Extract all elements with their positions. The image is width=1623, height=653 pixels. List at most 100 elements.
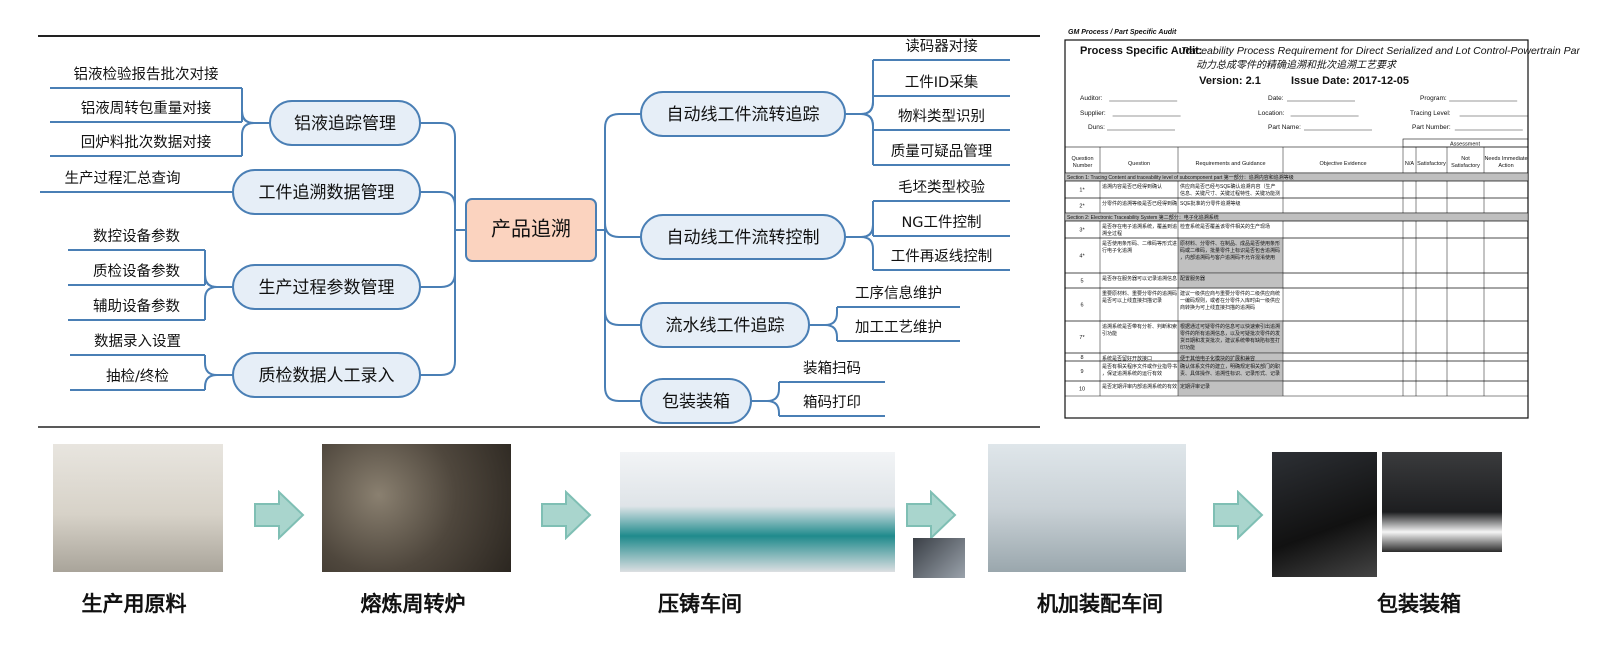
branch-node-label: 质检数据人工录入 (259, 366, 395, 386)
audit-issue-date: Issue Date: 2017-12-05 (1291, 75, 1409, 87)
requirement-text: 配置服务器 (1180, 275, 1205, 282)
leaf-connector (204, 374, 233, 390)
branch-connector (596, 229, 641, 326)
flow-arrow-icon (906, 490, 957, 540)
shaded-cell (1178, 353, 1283, 361)
requirement-text: 供应商是否已经与SQE确认追溯内容（生产信息、关键尺寸、关键过程特性、关键功能测 (1180, 183, 1280, 197)
audit-field-label: Supplier: (1080, 110, 1106, 117)
question-number: 10 (1079, 387, 1085, 393)
leaf-label: 质检设备参数 (93, 263, 180, 280)
requirement-text: 确认体系文件的建立，明确规定相关部门的职责、具体操作、追溯性标识、记录形式、记录 (1180, 363, 1280, 377)
lab-microscope-photo (53, 444, 223, 572)
leaf-label: 工件再返线控制 (891, 248, 993, 265)
leaf-connector (241, 88, 270, 124)
column-header: Objective Evidence (1319, 161, 1366, 167)
leaf-label: 箱码打印 (803, 394, 861, 411)
column-header: Question (1071, 156, 1093, 162)
branch-connector (596, 229, 641, 402)
audit-field-label: Duns: (1088, 124, 1105, 131)
leaf-label: 回炉料批次数据对接 (81, 134, 212, 151)
column-header: Question (1128, 161, 1150, 167)
branch-node (269, 100, 421, 146)
process-step-label: 生产用原料 (81, 592, 187, 616)
audit-field-label: Auditor: (1080, 95, 1103, 102)
audit-title-bold: Process Specific Audit: (1080, 45, 1202, 57)
leaf-connector (204, 250, 233, 288)
branch-node (232, 352, 421, 398)
column-header: Requirements and Guidance (1195, 161, 1265, 167)
leaf-connector (809, 324, 838, 341)
branch-node (232, 169, 421, 215)
label-printer-photo (1382, 452, 1502, 552)
branch-connector (420, 122, 466, 231)
leaf-label: 数控设备参数 (93, 228, 180, 245)
flow-arrow-icon (254, 490, 305, 540)
question-text: 系统是否留好开放接口 (1102, 355, 1152, 362)
leaf-label: 质量可疑品管理 (891, 143, 993, 160)
center-node-label: 产品追溯 (491, 217, 571, 241)
question-text: 分零件的追溯等级是否已经得到确 (1102, 200, 1177, 207)
question-text: 是否存在电子追溯系统，覆盖到追溯全过程 (1102, 223, 1177, 237)
shaded-cell (1178, 361, 1283, 381)
question-text: 是否使用条形码、二维码等形式进行电子化追溯 (1102, 240, 1177, 254)
leaf-label: 数据录入设置 (94, 333, 181, 350)
column-header: Satisfactory (1417, 161, 1446, 167)
question-text: 追溯内容是否已经得到确认 (1102, 183, 1162, 190)
audit-form-image: GM Process / Part Specific Audit Process… (1064, 29, 1580, 419)
branch-connector (420, 229, 466, 376)
machining-workshop-photo (988, 444, 1186, 572)
shaded-cell (1178, 273, 1283, 288)
question-number: 6 (1080, 303, 1083, 309)
branch-node-label: 工件追溯数据管理 (259, 183, 395, 203)
audit-field-label: Part Number: (1412, 124, 1451, 131)
leaf-connector (204, 355, 233, 376)
branch-connector (420, 191, 466, 231)
question-text: 追溯系统是否带有分析、判断和索引功能 (1102, 323, 1177, 337)
branch-node-label: 铝液追踪管理 (294, 114, 396, 134)
leaf-label: 抽检/终检 (106, 368, 169, 385)
question-number: 5 (1080, 279, 1083, 285)
branch-node (640, 302, 810, 348)
leaf-label: 装箱扫码 (803, 360, 861, 377)
leaf-label: 物料类型识别 (898, 108, 985, 125)
branch-connector (596, 113, 641, 231)
part-code-photo (913, 538, 965, 578)
requirement-text: 建议一级供应商与重要分零件的二级供应商统一编码规则，或者在分零件入库时由一级供应… (1180, 290, 1280, 311)
branch-node (232, 264, 421, 310)
branch-node-label: 自动线工件流转控制 (667, 228, 820, 248)
forklift-furnace-photo (322, 444, 511, 572)
leaf-connector (241, 110, 270, 124)
column-header: Not (1461, 156, 1470, 162)
leaf-connector (751, 382, 780, 402)
leaf-label: 铝液周转包重量对接 (81, 100, 212, 117)
question-text: 是否有相关程序文件或作业指导书，保证追溯系统的运行有效 (1102, 363, 1177, 377)
question-number: 2* (1079, 204, 1085, 210)
question-number: 4* (1079, 254, 1085, 260)
requirement-text: 便于其他电子化模块的扩展和兼容 (1180, 355, 1255, 362)
audit-field-label: Part Name: (1268, 124, 1301, 131)
process-step-label: 压铸车间 (658, 592, 742, 616)
leaf-connector (204, 274, 233, 288)
branch-node (640, 214, 846, 260)
shaded-cell (1178, 238, 1283, 273)
audit-title-italic: Traceability Process Requirement for Dir… (1181, 45, 1580, 57)
requirement-text: 检查系统是否覆盖该零件相关的生产现场 (1180, 223, 1270, 230)
section-label: Section 1: Tracing Content and traceabil… (1067, 174, 1294, 181)
requirement-text: 原材料、分零件、在制品、成品是否使用条形码或二维码，批量零件上标识是否包含追溯码… (1180, 240, 1280, 261)
column-header: N/A (1405, 161, 1415, 167)
leaf-connector (845, 224, 874, 238)
question-text: 重要原材料、重要分零件的追溯码是否可以上线直接扫描记录 (1102, 290, 1177, 304)
branch-node-label: 包装装箱 (662, 392, 730, 412)
leaf-connector (845, 113, 874, 165)
leaf-connector (809, 307, 838, 326)
requirement-text: SQE批准的分零件追溯等级 (1180, 200, 1241, 207)
requirement-text: 定期评审记录 (1180, 383, 1210, 390)
leaf-label: 工序信息维护 (855, 285, 942, 302)
leaf-connector (845, 236, 874, 270)
branch-connector (420, 229, 466, 288)
leaf-connector (751, 400, 780, 416)
column-header: Satisfactory (1451, 163, 1480, 169)
audit-field-label: Program: (1420, 95, 1447, 102)
audit-field-label: Tracing Level: (1410, 110, 1451, 117)
leaf-label: 加工工艺维护 (855, 319, 942, 336)
